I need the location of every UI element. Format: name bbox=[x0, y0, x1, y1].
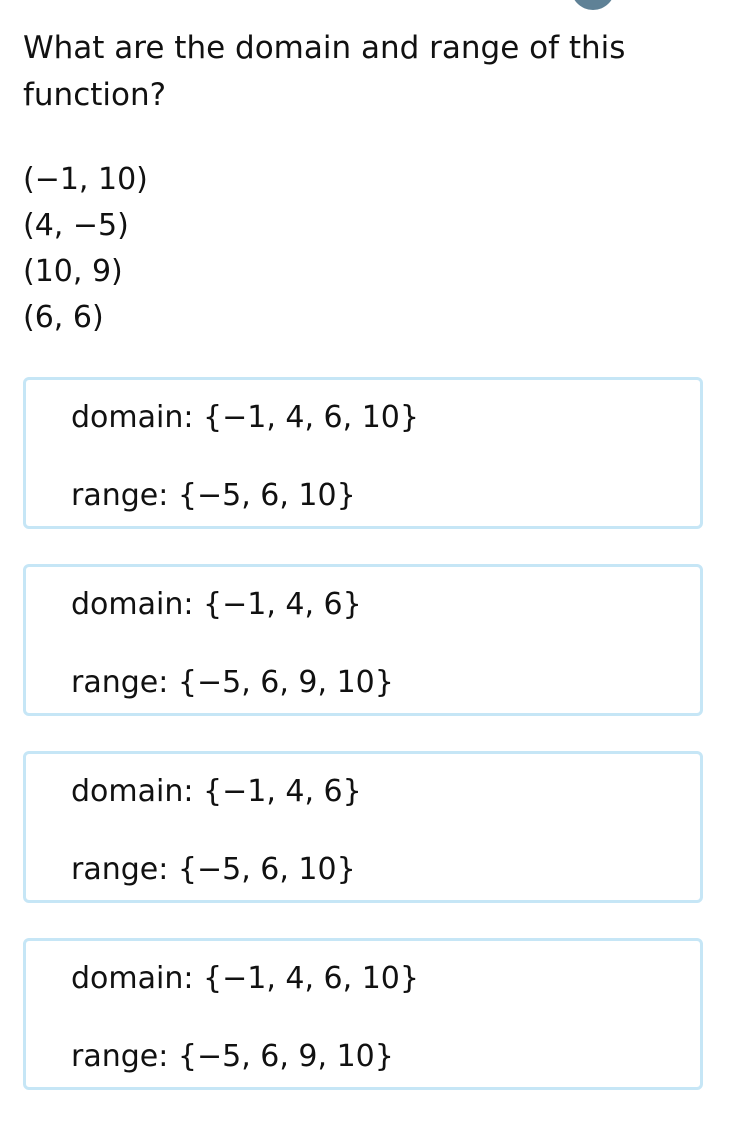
avatar[interactable] bbox=[571, 0, 615, 10]
domain-label: domain: bbox=[71, 400, 194, 435]
range-value: {−5, 6, 10} bbox=[177, 478, 356, 513]
answer-choice-4[interactable]: domain: {−1, 4, 6, 10} range: {−5, 6, 9,… bbox=[23, 938, 703, 1090]
range-line: range: {−5, 6, 10} bbox=[71, 476, 700, 516]
domain-line: domain: {−1, 4, 6} bbox=[71, 585, 700, 625]
domain-value: {−1, 4, 6, 10} bbox=[203, 400, 419, 435]
range-value: {−5, 6, 10} bbox=[177, 852, 356, 887]
range-label: range: bbox=[71, 1039, 169, 1074]
domain-label: domain: bbox=[71, 774, 194, 809]
range-label: range: bbox=[71, 478, 169, 513]
ordered-pair: (4, −5) bbox=[23, 208, 129, 243]
answer-choice-2[interactable]: domain: {−1, 4, 6} range: {−5, 6, 9, 10} bbox=[23, 564, 703, 716]
answer-choice-3[interactable]: domain: {−1, 4, 6} range: {−5, 6, 10} bbox=[23, 751, 703, 903]
range-line: range: {−5, 6, 9, 10} bbox=[71, 1037, 700, 1077]
range-label: range: bbox=[71, 852, 169, 887]
ordered-pair: (−1, 10) bbox=[23, 162, 148, 197]
question-text: What are the domain and range of this fu… bbox=[23, 30, 626, 113]
domain-value: {−1, 4, 6, 10} bbox=[203, 961, 419, 996]
answer-choices: domain: {−1, 4, 6, 10} range: {−5, 6, 10… bbox=[23, 377, 703, 1125]
range-value: {−5, 6, 9, 10} bbox=[177, 1039, 394, 1074]
domain-line: domain: {−1, 4, 6, 10} bbox=[71, 959, 700, 999]
domain-line: domain: {−1, 4, 6, 10} bbox=[71, 398, 700, 438]
range-label: range: bbox=[71, 665, 169, 700]
ordered-pair: (10, 9) bbox=[23, 254, 123, 289]
domain-line: domain: {−1, 4, 6} bbox=[71, 772, 700, 812]
domain-label: domain: bbox=[71, 587, 194, 622]
range-line: range: {−5, 6, 10} bbox=[71, 850, 700, 890]
domain-value: {−1, 4, 6} bbox=[203, 774, 362, 809]
domain-label: domain: bbox=[71, 961, 194, 996]
range-line: range: {−5, 6, 9, 10} bbox=[71, 663, 700, 703]
answer-choice-1[interactable]: domain: {−1, 4, 6, 10} range: {−5, 6, 10… bbox=[23, 377, 703, 529]
domain-value: {−1, 4, 6} bbox=[203, 587, 362, 622]
ordered-pairs-list: (−1, 10) (4, −5) (10, 9) (6, 6) bbox=[23, 157, 148, 341]
range-value: {−5, 6, 9, 10} bbox=[177, 665, 394, 700]
ordered-pair: (6, 6) bbox=[23, 300, 104, 335]
